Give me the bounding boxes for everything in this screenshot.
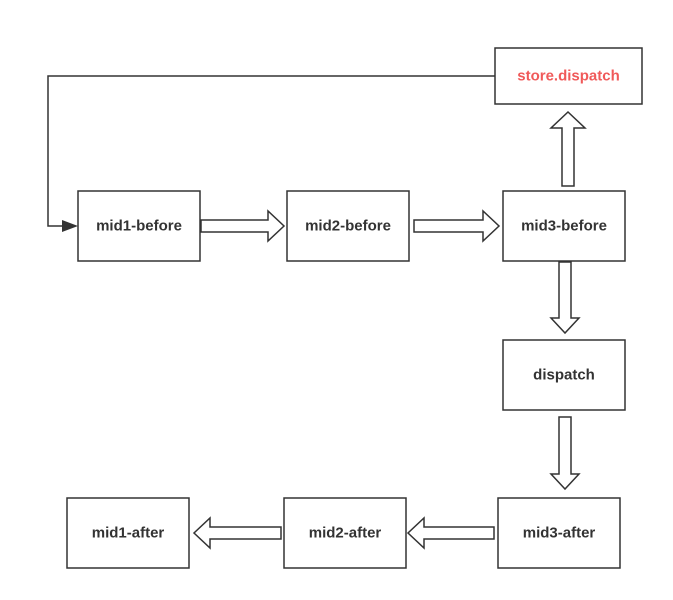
node-store-dispatch-label: store.dispatch: [517, 68, 620, 85]
loop-connector-line: [47, 75, 495, 227]
node-mid2-before-label: mid2-before: [305, 218, 391, 235]
node-mid1-after-label: mid1-after: [92, 525, 165, 542]
node-store-dispatch: store.dispatch: [494, 47, 643, 105]
arrow-mid3-before-to-dispatch: [549, 261, 581, 335]
node-mid3-before-label: mid3-before: [521, 218, 607, 235]
node-mid1-after: mid1-after: [66, 497, 190, 569]
node-mid3-after: mid3-after: [497, 497, 621, 569]
node-dispatch-label: dispatch: [533, 367, 595, 384]
loop-connector-arrowhead: [62, 220, 78, 232]
node-mid1-before: mid1-before: [77, 190, 201, 262]
arrow-dispatch-to-mid3-after: [549, 416, 581, 491]
arrow-mid3-after-to-mid2-after: [406, 516, 495, 550]
arrow-mid2-to-mid3: [413, 209, 501, 243]
node-mid3-before: mid3-before: [502, 190, 626, 262]
node-dispatch: dispatch: [502, 339, 626, 411]
node-mid2-after: mid2-after: [283, 497, 407, 569]
arrow-mid1-to-mid2: [200, 209, 286, 243]
arrow-mid2-after-to-mid1-after: [192, 516, 282, 550]
arrow-mid3-to-store-dispatch: [549, 110, 587, 187]
node-mid2-before: mid2-before: [286, 190, 410, 262]
node-mid1-before-label: mid1-before: [96, 218, 182, 235]
node-mid3-after-label: mid3-after: [523, 525, 596, 542]
node-mid2-after-label: mid2-after: [309, 525, 382, 542]
